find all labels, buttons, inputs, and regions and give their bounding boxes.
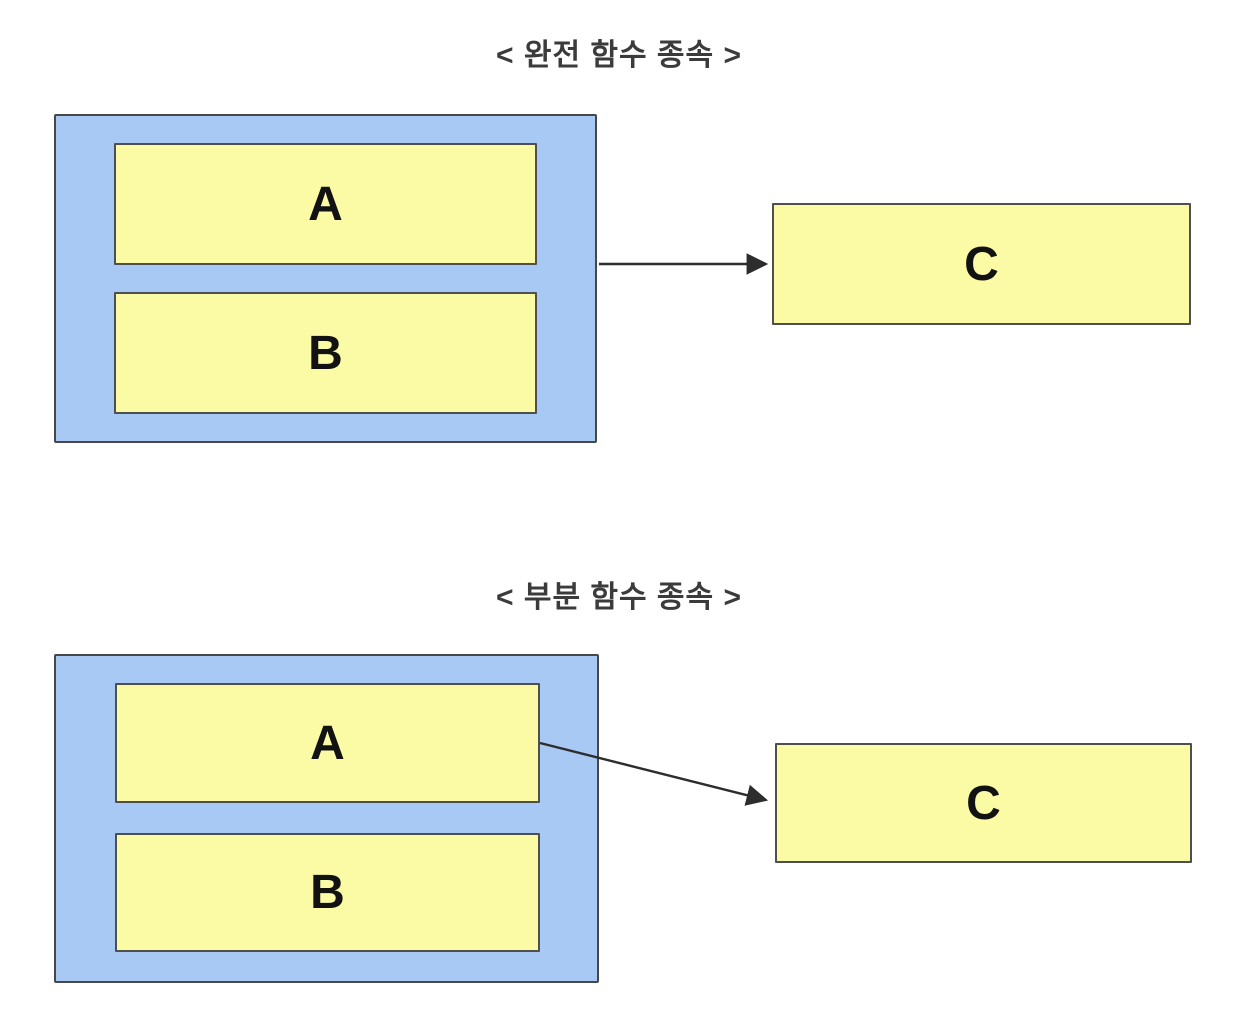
attribute-box-b-full: B — [114, 292, 537, 414]
attribute-box-b-partial: B — [115, 833, 540, 952]
attribute-box-c-full: C — [772, 203, 1191, 325]
composite-key-container-full: A B — [54, 114, 597, 443]
title-partial-functional-dependency: < 부분 함수 종속 > — [496, 581, 742, 614]
attribute-box-a-partial: A — [115, 683, 540, 803]
composite-key-container-partial: A B — [54, 654, 599, 983]
title-full-functional-dependency: < 완전 함수 종속 > — [496, 39, 742, 72]
attribute-box-a-full: A — [114, 143, 537, 265]
attribute-box-c-partial: C — [775, 743, 1192, 863]
